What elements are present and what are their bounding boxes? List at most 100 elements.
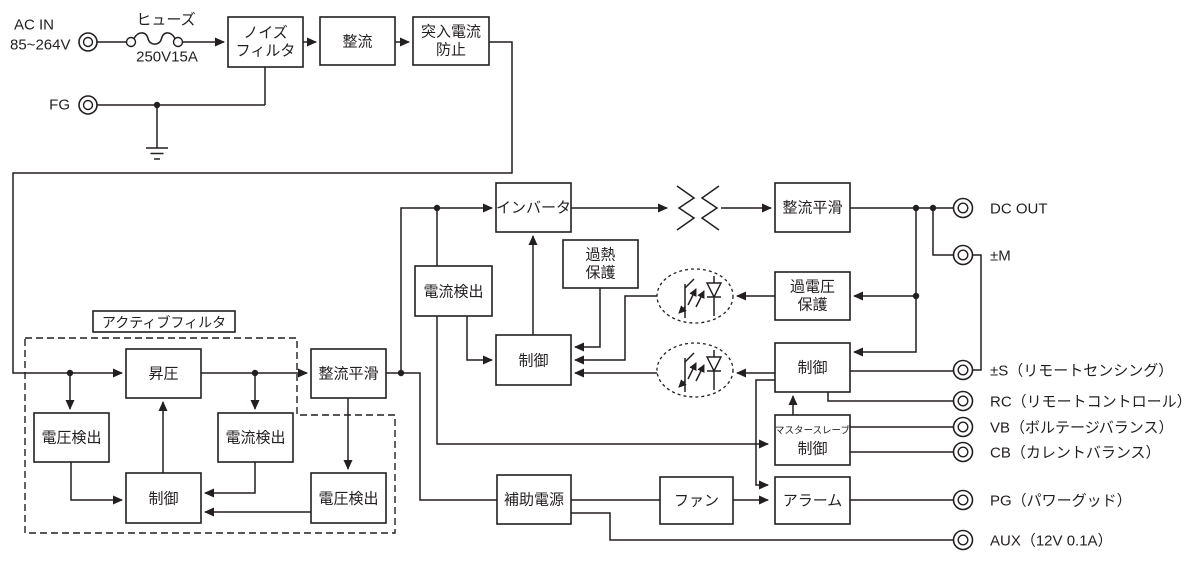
- active-filter-title-box: [92, 310, 236, 333]
- block-label: 過電圧: [790, 279, 835, 296]
- terminal-label: ±S（リモートセンシング）: [990, 363, 1173, 380]
- wire-af-vdet-to-control: [70, 462, 123, 505]
- block-out-control: 制御: [774, 342, 851, 393]
- ac-in-label: AC IN: [14, 17, 54, 34]
- block-master-slave-control: マスタースレーブ 制御: [774, 414, 851, 466]
- fuse-label: ヒューズ: [136, 12, 195, 29]
- wire-af-cdet-to-control: [204, 462, 256, 498]
- block-label: 整流: [342, 34, 372, 51]
- junction-dot: [433, 204, 441, 212]
- terminal-label: VB（ボルテージバランス）: [990, 420, 1174, 437]
- block-label: 制御: [148, 491, 178, 508]
- optocoupler-icon: [656, 342, 734, 398]
- block-label: 昇圧: [148, 366, 178, 383]
- block-rectifier: 整流: [319, 16, 396, 66]
- active-filter-title: アクティブフィルタ: [102, 315, 226, 331]
- block-aux-power: 補助電源: [496, 474, 572, 525]
- block-label: 制御: [797, 441, 827, 458]
- block-main-current-detect: 電流検出: [414, 265, 493, 317]
- terminal-dc-out: DC OUT: [952, 197, 1048, 219]
- wire-branch-m-terminal: [932, 208, 954, 256]
- block-af-voltage-detect2: 電圧検出: [310, 472, 387, 524]
- terminal-rc: RC（リモートコントロール）: [952, 390, 1192, 412]
- block-label: 突入電流: [421, 24, 481, 41]
- wire-bus-to-inverter: [400, 203, 493, 373]
- block-af-current-detect: 電流検出: [217, 412, 294, 463]
- junction-dot: [912, 292, 920, 300]
- terminal-plus-minus-s: ±S（リモートセンシング）: [952, 359, 1173, 381]
- block-label: 電流検出: [423, 284, 483, 301]
- block-label: 整流平滑: [782, 200, 842, 217]
- block-fan: ファン: [659, 476, 734, 525]
- block-label: 保護: [797, 297, 827, 314]
- block-label: 保護: [585, 265, 615, 282]
- block-label: インバータ: [496, 200, 571, 217]
- block-alarm: アラーム: [774, 476, 851, 525]
- terminal-label: AUX（12V 0.1A）: [990, 533, 1113, 550]
- block-noise-filter: ノイズ フィルタ: [227, 16, 304, 68]
- block-overheat-protection: 過熱 保護: [562, 239, 639, 289]
- wire-out-control-to-alarm: [755, 379, 775, 490]
- junction-dot: [912, 204, 920, 212]
- wire-m-to-s-link: [972, 254, 982, 371]
- fg-terminal: FG: [49, 95, 98, 115]
- wire-bus-to-aux-power: [386, 372, 497, 501]
- terminal-pg: PG（パワーグッド）: [952, 489, 1132, 511]
- transformer-icon: [676, 185, 720, 231]
- block-label: 電流検出: [225, 430, 285, 447]
- junction-dot: [153, 101, 161, 109]
- block-inverter: インバータ: [495, 182, 572, 233]
- optocoupler-icon: [656, 268, 734, 324]
- terminal-label: RC（リモートコントロール）: [990, 394, 1192, 411]
- wire-out-control-to-rc: [827, 392, 954, 402]
- fuse-symbol: ヒューズ 250V15A: [125, 12, 198, 66]
- active-filter-section: アクティブフィルタ 昇圧 電圧検出 電流検出 制御 整流平滑 電圧検出: [24, 310, 396, 534]
- junction-dot: [251, 369, 259, 377]
- block-label: 防止: [436, 42, 466, 59]
- block-af-rect-smooth: 整流平滑: [310, 348, 387, 399]
- wiring: [12, 37, 982, 541]
- block-label: 制御: [797, 360, 827, 377]
- wire-opto1-to-main-control: [574, 295, 657, 365]
- wire-cdet-to-main-control: [466, 316, 493, 365]
- block-label: フィルタ: [236, 43, 296, 60]
- wire-overheat-to-main-control: [574, 288, 601, 352]
- fg-label: FG: [49, 97, 70, 114]
- block-label: 補助電源: [504, 492, 564, 509]
- block-main-control: 制御: [495, 334, 572, 386]
- active-filter-boundary: [24, 337, 396, 534]
- block-label: 過熱: [585, 247, 615, 264]
- terminal-vb: VB（ボルテージバランス）: [952, 416, 1174, 438]
- block-overvoltage-protection: 過電圧 保護: [774, 271, 851, 321]
- wire-cdet-to-master-slave: [436, 316, 769, 449]
- block-label: 電圧検出: [318, 491, 378, 508]
- terminal-label: PG（パワーグッド）: [990, 493, 1132, 510]
- junction-dot: [66, 369, 74, 377]
- block-out-rect-smooth: 整流平滑: [774, 182, 851, 233]
- junction-dot: [397, 369, 405, 377]
- terminal-plus-minus-m: ±M: [952, 244, 1011, 266]
- block-label: ノイズ: [243, 25, 288, 42]
- ac-input-terminal: AC IN 85~264V: [10, 17, 98, 54]
- wire-aux-power-to-aux: [571, 512, 954, 541]
- terminal-label: ±M: [990, 248, 1011, 265]
- block-label: マスタースレーブ: [775, 425, 850, 437]
- block-label: 制御: [518, 353, 548, 370]
- block-label: 電圧検出: [41, 430, 101, 447]
- block-inrush-prevention: 突入電流 防止: [412, 16, 490, 66]
- terminal-aux: AUX（12V 0.1A）: [952, 529, 1113, 551]
- fuse-rating-label: 250V15A: [136, 49, 198, 66]
- wire-sense-down: [853, 208, 917, 357]
- block-label: ファン: [674, 493, 719, 510]
- ac-voltage-label: 85~264V: [10, 37, 70, 54]
- block-af-voltage-detect: 電圧検出: [33, 412, 110, 463]
- terminal-label: CB（カレントバランス）: [990, 445, 1161, 462]
- block-af-control: 制御: [125, 472, 202, 524]
- block-label: 整流平滑: [318, 366, 378, 383]
- terminal-cb: CB（カレントバランス）: [952, 441, 1161, 463]
- block-boost: 昇圧: [125, 348, 202, 399]
- wire-inrush-to-boost: [12, 41, 513, 378]
- junction-dot: [929, 204, 937, 212]
